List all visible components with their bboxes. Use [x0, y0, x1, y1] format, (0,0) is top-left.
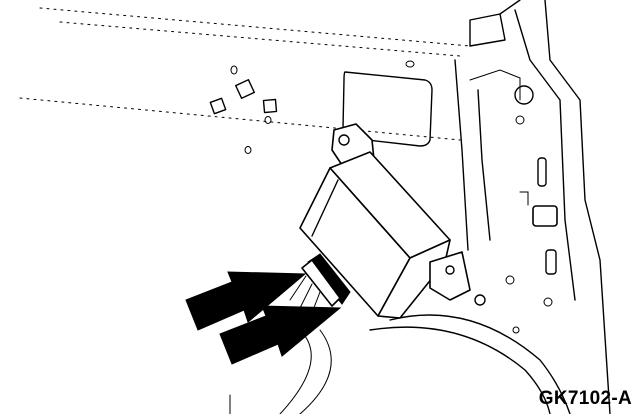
figure-code: GK7102-A: [538, 388, 632, 409]
arrow-lower: [219, 305, 342, 365]
electrical-connector: [289, 253, 351, 319]
arrow-upper: [185, 271, 307, 331]
panel-outline: [19, 0, 611, 414]
control-module: [299, 151, 486, 319]
panel-cutout: [342, 71, 433, 147]
panel-holes: [209, 60, 558, 334]
